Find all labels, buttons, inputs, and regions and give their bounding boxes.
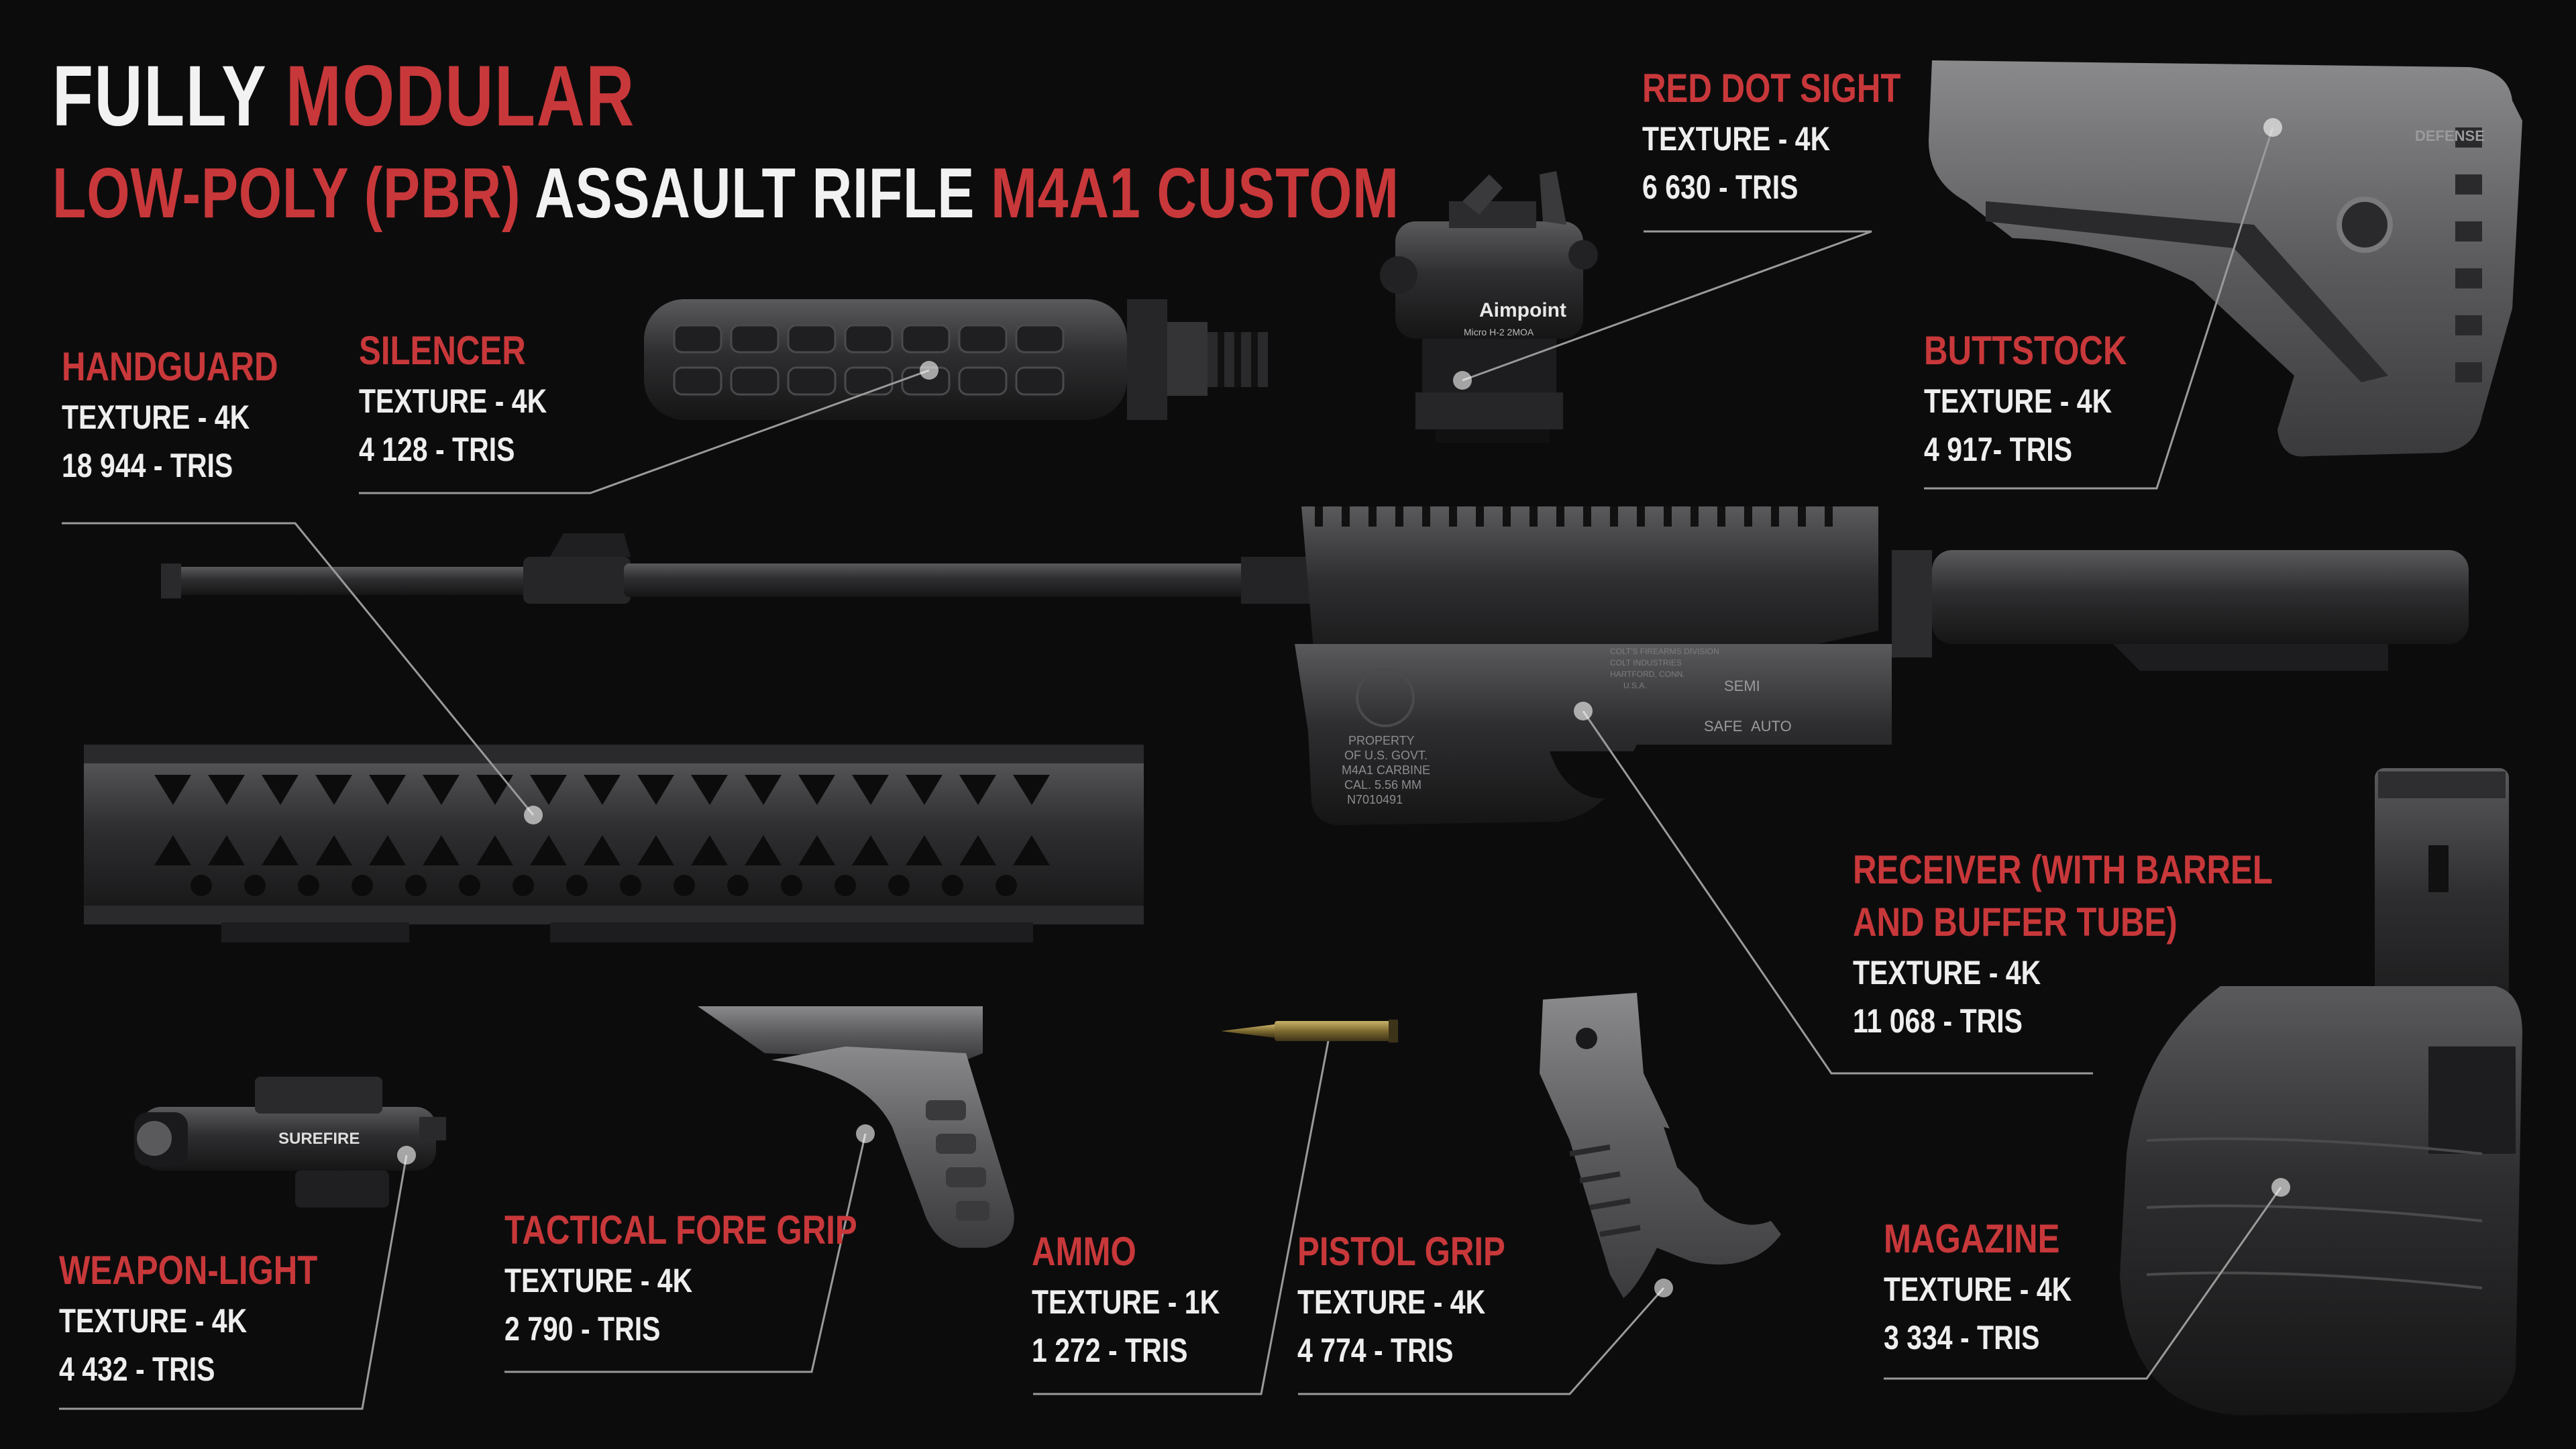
receiver-maker-line-2: COLT INDUSTRIES — [1610, 658, 1682, 667]
receiver-name-line-2: AND BUFFER TUBE) — [1853, 900, 2178, 945]
handguard-name: HANDGUARD — [62, 344, 278, 389]
label-ammo: AMMO TEXTURE - 1K 1 272 - TRIS — [1032, 1226, 1261, 1375]
tactical-fore-grip-name: TACTICAL FORE GRIP — [504, 1208, 857, 1252]
pistol-grip-name: PISTOL GRIP — [1297, 1229, 1505, 1274]
magazine-tris: 3 334 - TRIS — [1884, 1319, 2040, 1356]
pistol-grip-tris: 4 774 - TRIS — [1297, 1332, 1454, 1369]
label-magazine: MAGAZINE TEXTURE - 4K 3 334 - TRIS — [1884, 1213, 2113, 1362]
subtitle-assault-rifle: ASSAULT RIFLE — [534, 154, 975, 233]
receiver-stamp-line-4: CAL. 5.56 MM — [1344, 778, 1421, 792]
ammo-render — [1221, 1020, 1398, 1042]
receiver-maker-line-4: U.S.A. — [1623, 681, 1647, 690]
receiver-texture: TEXTURE - 4K — [1853, 954, 2041, 991]
weapon-light-render: SUREFIRE — [134, 1077, 446, 1208]
label-receiver: RECEIVER (WITH BARREL AND BUFFER TUBE) T… — [1853, 844, 2365, 1045]
stock-brand-engraving: DEFENSE — [2415, 127, 2485, 144]
selector-semi: SEMI — [1724, 678, 1760, 694]
silencer-texture: TEXTURE - 4K — [359, 382, 547, 420]
magazine-texture: TEXTURE - 4K — [1884, 1271, 2072, 1308]
pistol-grip-texture: TEXTURE - 4K — [1297, 1283, 1486, 1321]
weapon-light-name: WEAPON-LIGHT — [59, 1248, 318, 1293]
label-handguard: HANDGUARD TEXTURE - 4K 18 944 - TRIS — [62, 341, 325, 490]
red-dot-sight-tris: 6 630 - TRIS — [1642, 168, 1799, 206]
buttstock-name: BUTTSTOCK — [1924, 328, 2127, 373]
handguard-render — [84, 745, 1144, 943]
title-word-fully: FULLY — [52, 48, 266, 144]
receiver-stamp-line-1: PROPERTY — [1348, 734, 1415, 747]
buttstock-tris: 4 917- TRIS — [1924, 431, 2073, 468]
magazine-name: MAGAZINE — [1884, 1216, 2060, 1261]
handguard-tris: 18 944 - TRIS — [62, 447, 233, 484]
red-dot-sight-texture: TEXTURE - 4K — [1642, 120, 1831, 158]
red-dot-sight-name: RED DOT SIGHT — [1642, 66, 1901, 111]
ammo-tris: 1 272 - TRIS — [1032, 1332, 1188, 1369]
receiver-stamp-line-5: N7010491 — [1347, 793, 1403, 806]
buttstock-texture: TEXTURE - 4K — [1924, 382, 2112, 420]
red-dot-sight-render: Aimpoint Micro H-2 2MOA — [1380, 171, 1598, 443]
subtitle-model: M4A1 CUSTOM — [990, 154, 1399, 233]
weapon-light-tris: 4 432 - TRIS — [59, 1350, 215, 1388]
handguard-texture: TEXTURE - 4K — [62, 398, 250, 436]
subtitle-low-poly: LOW-POLY (PBR) — [52, 154, 521, 233]
selector-safe: SAFE — [1704, 718, 1742, 735]
label-silencer: SILENCER TEXTURE - 4K 4 128 - TRIS — [359, 325, 588, 474]
weapon-light-texture: TEXTURE - 4K — [59, 1302, 248, 1340]
receiver-maker-line-3: HARTFORD, CONN. — [1610, 669, 1685, 679]
label-weapon-light: WEAPON-LIGHT TEXTURE - 4K 4 432 - TRIS — [59, 1244, 374, 1393]
label-buttstock: BUTTSTOCK TEXTURE - 4K 4 917- TRIS — [1924, 325, 2171, 474]
page-title: FULLY MODULAR — [52, 47, 635, 146]
page-subtitle: LOW-POLY (PBR) ASSAULT RIFLE M4A1 CUSTOM — [52, 153, 1399, 234]
silencer-tris: 4 128 - TRIS — [359, 431, 515, 468]
sight-model-engraving: Micro H-2 2MOA — [1464, 327, 1534, 337]
pistol-grip-render — [1540, 993, 1781, 1298]
receiver-stamp-line-2: OF U.S. GOVT. — [1344, 749, 1428, 762]
tactical-fore-grip-texture: TEXTURE - 4K — [504, 1262, 693, 1299]
ammo-texture: TEXTURE - 1K — [1032, 1283, 1220, 1321]
sight-brand-engraving: Aimpoint — [1479, 299, 1566, 321]
receiver-stamp-line-3: M4A1 CARBINE — [1342, 763, 1430, 777]
label-red-dot-sight: RED DOT SIGHT TEXTURE - 4K 6 630 - TRIS — [1642, 62, 1957, 211]
tactical-fore-grip-render — [698, 1006, 1014, 1248]
silencer-name: SILENCER — [359, 328, 526, 373]
receiver-maker-line-1: COLT'S FIREARMS DIVISION — [1610, 647, 1719, 656]
silencer-render — [644, 299, 1268, 420]
label-tactical-fore-grip: TACTICAL FORE GRIP TEXTURE - 4K 2 790 - … — [504, 1204, 934, 1353]
selector-auto: AUTO — [1751, 718, 1792, 735]
light-brand-engraving: SUREFIRE — [278, 1130, 360, 1148]
title-word-modular: MODULAR — [285, 48, 635, 144]
label-pistol-grip: PISTOL GRIP TEXTURE - 4K 4 774 - TRIS — [1297, 1226, 1551, 1375]
receiver-tris: 11 068 - TRIS — [1853, 1002, 2023, 1040]
ammo-name: AMMO — [1032, 1229, 1136, 1274]
receiver-name-line-1: RECEIVER (WITH BARREL — [1853, 847, 2273, 892]
tactical-fore-grip-tris: 2 790 - TRIS — [504, 1310, 661, 1348]
